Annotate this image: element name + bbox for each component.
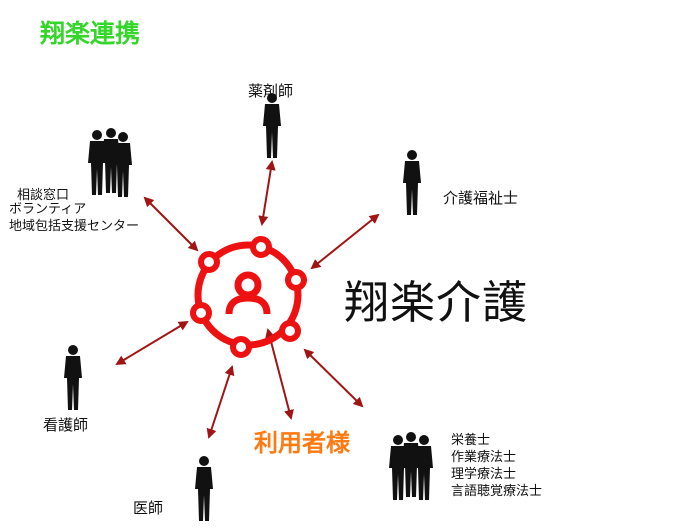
diagram-title: 翔楽連携 — [40, 19, 141, 48]
brand-name: 翔楽介護 — [344, 276, 529, 329]
logo-icon — [190, 236, 307, 358]
arrow-user — [265, 328, 294, 420]
therapist-item: 言語聴覚療法士 — [451, 484, 543, 499]
arrow-therapists — [303, 348, 364, 408]
arrow-nurse — [115, 320, 189, 366]
therapist-item: 作業療法士 — [451, 450, 517, 465]
care-worker-person-icon — [403, 150, 421, 215]
therapist-list: 栄養士 作業療法士 理学療法士 言語聴覚療法士 — [451, 432, 542, 500]
therapists-people-icon — [389, 432, 433, 500]
pharmacist-person-icon — [263, 93, 281, 158]
community-center-label: 地域包括支援センター — [9, 219, 140, 234]
nurse-person-icon — [64, 345, 82, 410]
therapist-item: 理学療法士 — [451, 467, 517, 482]
user-label: 利用者様 — [254, 429, 350, 457]
doctor-person-icon — [195, 456, 213, 521]
arrow-consult — [143, 196, 199, 252]
arrow-care-worker — [310, 213, 380, 270]
consult-label: 相談窓口 — [17, 188, 70, 203]
group-people-icon — [88, 128, 132, 197]
volunteer-label: ボランティア — [9, 202, 87, 217]
pharmacist-label: 薬剤師 — [248, 82, 294, 100]
care-worker-label: 介護福祉士 — [443, 189, 519, 207]
doctor-label: 医師 — [133, 499, 164, 517]
therapist-item: 栄養士 — [451, 433, 491, 448]
arrow-pharmacist — [258, 160, 276, 226]
nurse-label: 看護師 — [43, 416, 89, 434]
arrow-doctor — [206, 365, 235, 439]
